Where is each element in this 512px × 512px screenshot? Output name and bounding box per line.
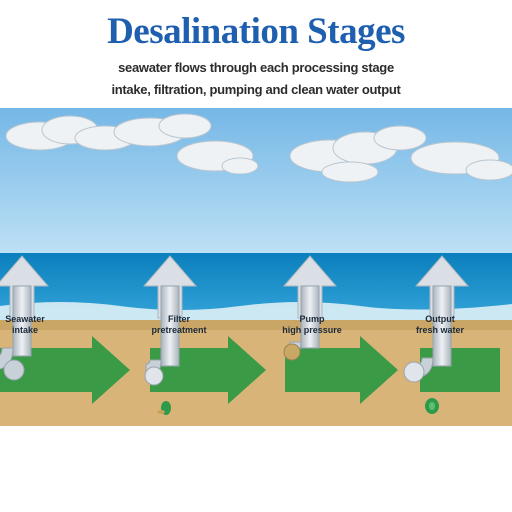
- stage-label-1-line2: intake: [11, 325, 38, 335]
- pipe-valve: [144, 366, 164, 386]
- pipe-icon: [12, 285, 32, 357]
- sand-edge: [0, 320, 512, 330]
- flow-arrows: [0, 336, 500, 404]
- desalination-scene: [0, 108, 512, 448]
- shoreline-foam: [0, 302, 512, 322]
- stage-label-4: Output fresh water: [385, 314, 495, 336]
- cloud-icon: [113, 113, 212, 147]
- cloud-icon: [410, 141, 512, 181]
- flow-arrow-icon: [0, 336, 130, 404]
- stage-unit-filter: [142, 255, 198, 415]
- pipe-icon: [432, 285, 452, 367]
- pipe-valve: [403, 361, 425, 383]
- bottom-margin: [0, 426, 512, 448]
- pipe-icon: [300, 285, 320, 349]
- pipe-valve: [3, 359, 25, 381]
- flow-arrow-icon: [285, 336, 398, 404]
- cloud-icon: [176, 140, 259, 175]
- flow-arrow-icon: [420, 348, 500, 392]
- pipe-valve: [283, 343, 301, 361]
- stage-label-1-line1: Seawater: [5, 314, 45, 324]
- stage-label-3-line1: Pump: [299, 314, 325, 324]
- plant-icon: [157, 401, 171, 415]
- plant-icon: [425, 398, 439, 414]
- stage-unit-pump: [282, 255, 338, 361]
- stage-label-4-line2: fresh water: [415, 325, 465, 335]
- stage-label-4-line1: Output: [425, 314, 455, 324]
- subtitle-line-2: intake, filtration, pumping and clean wa…: [111, 82, 401, 97]
- stage-label-1: Seawater intake: [0, 314, 80, 336]
- cloud-icon: [289, 125, 427, 183]
- stage-unit-output: [403, 255, 470, 414]
- stage-label-3: Pump high pressure: [257, 314, 367, 336]
- subtitle-line-1: seawater flows through each processing s…: [118, 60, 394, 75]
- page-title: Desalination Stages: [107, 11, 405, 52]
- stage-label-2-line2: pretreatment: [151, 325, 207, 335]
- stage-label-2-line1: Filter: [167, 314, 190, 324]
- stage-label-3-line2: high pressure: [282, 325, 342, 335]
- pipe-icon: [160, 285, 180, 367]
- stage-label-2: Filter pretreatment: [124, 314, 234, 336]
- stage-unit-intake: [0, 255, 50, 381]
